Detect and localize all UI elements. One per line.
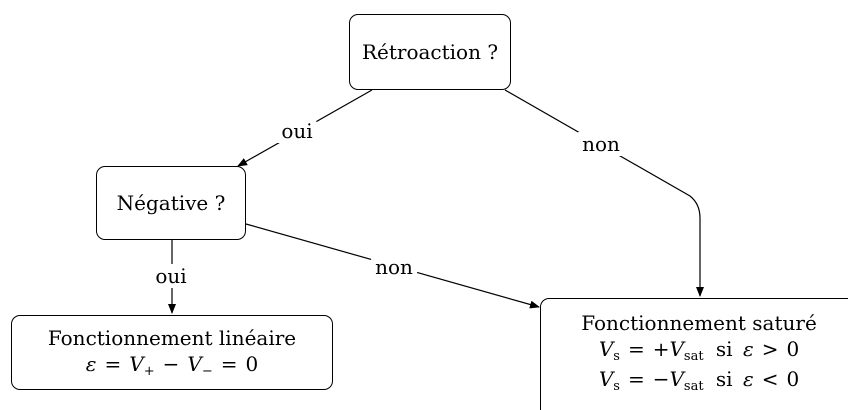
label-retro-non: non: [578, 132, 624, 156]
node-sature-line1: Vs=+Vsat si ε>0: [598, 336, 800, 364]
node-negative: Négative ?: [96, 166, 246, 240]
node-negative-text: Négative ?: [116, 191, 226, 215]
node-sature: Fonctionnement saturé Vs=+Vsat si ε>0 Vs…: [540, 298, 848, 410]
node-lineaire-title: Fonctionnement linéaire: [47, 325, 297, 350]
node-sature-title: Fonctionnement saturé: [581, 310, 817, 335]
node-lineaire: Fonctionnement linéaire ε=V+−V−=0: [11, 315, 333, 390]
node-sature-line2: Vs=−Vsat si ε<0: [598, 366, 800, 394]
node-retroaction: Rétroaction ?: [349, 14, 511, 90]
node-retroaction-text: Rétroaction ?: [361, 40, 499, 64]
label-neg-oui: oui: [151, 264, 191, 288]
label-retro-oui: oui: [277, 119, 317, 143]
edge-retro-non: [504, 89, 704, 297]
node-lineaire-equation: ε=V+−V−=0: [85, 351, 259, 379]
label-neg-non: non: [371, 255, 417, 279]
